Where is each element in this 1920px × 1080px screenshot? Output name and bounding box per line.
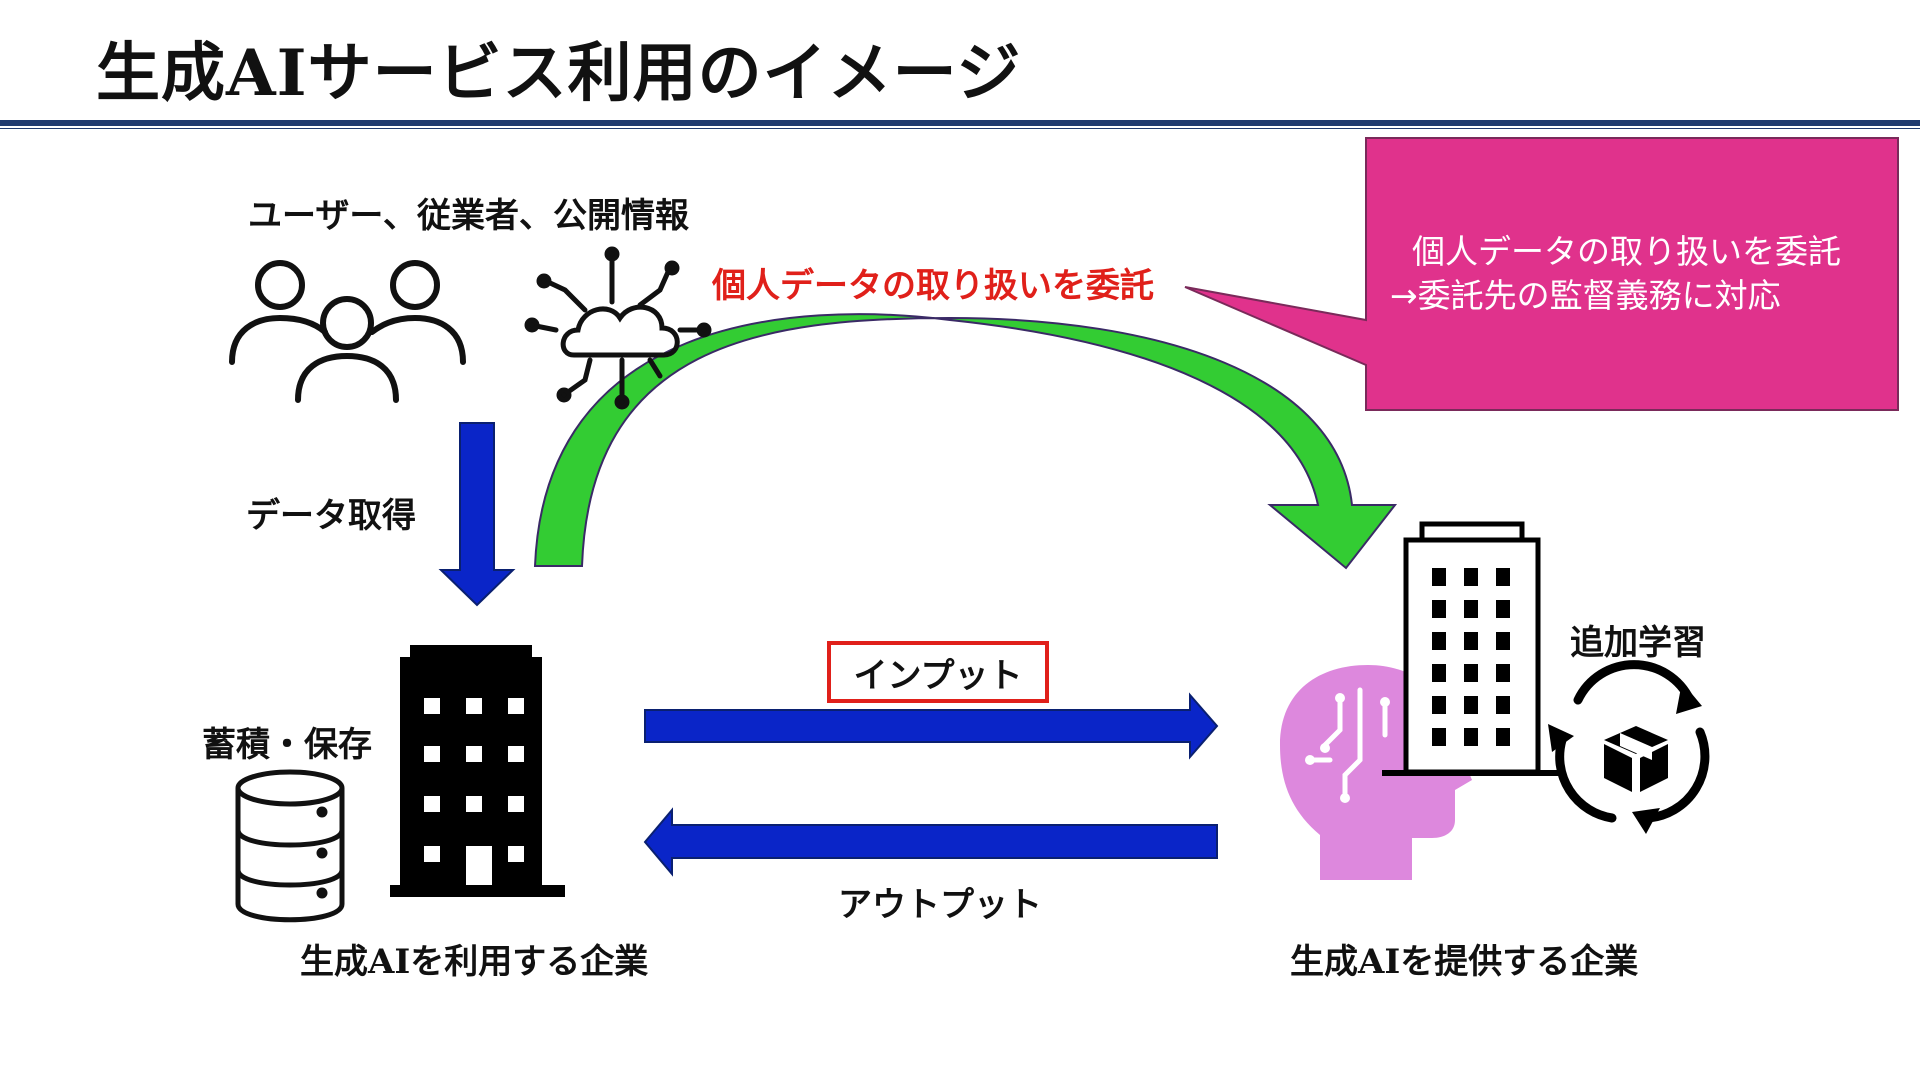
- cloud-network-icon: [524, 246, 712, 410]
- input-label-box: インプット: [827, 641, 1049, 703]
- input-label: インプット: [853, 655, 1023, 696]
- training-label: 追加学習: [1570, 623, 1706, 663]
- sources-label: ユーザー、従業者、公開情報: [248, 196, 689, 236]
- storage-label: 蓄積・保存: [202, 725, 372, 765]
- data-acquisition-arrow: [438, 422, 516, 607]
- title-rule-thin: [0, 128, 1920, 129]
- provider-company-caption: 生成AIを提供する企業: [1290, 942, 1639, 982]
- database-icon: [235, 769, 345, 923]
- users-icon: [229, 260, 466, 403]
- output-arrow: [643, 807, 1218, 877]
- data-acquisition-label: データ取得: [246, 496, 416, 536]
- delegation-label: 個人データの取り扱いを委託: [712, 266, 1154, 306]
- cycle-box-icon: [1548, 660, 1710, 834]
- slide-title: 生成AIサービス利用のイメージ: [96, 36, 1022, 111]
- callout-box: [1184, 137, 1899, 411]
- callout-content: 個人データの取り扱いを委託 →委託先の監督義務に対応: [1390, 230, 1841, 318]
- output-label: アウトプット: [838, 885, 1042, 925]
- provider-building-icon: [1382, 521, 1562, 776]
- callout-line-2: →委託先の監督義務に対応: [1390, 276, 1781, 315]
- input-arrow: [644, 692, 1219, 760]
- callout-line-1: 個人データの取り扱いを委託: [1412, 232, 1841, 271]
- user-company-caption: 生成AIを利用する企業: [300, 942, 649, 982]
- delegation-arrow: [533, 313, 1398, 570]
- title-rule: [0, 120, 1920, 126]
- office-building-icon: [390, 645, 565, 897]
